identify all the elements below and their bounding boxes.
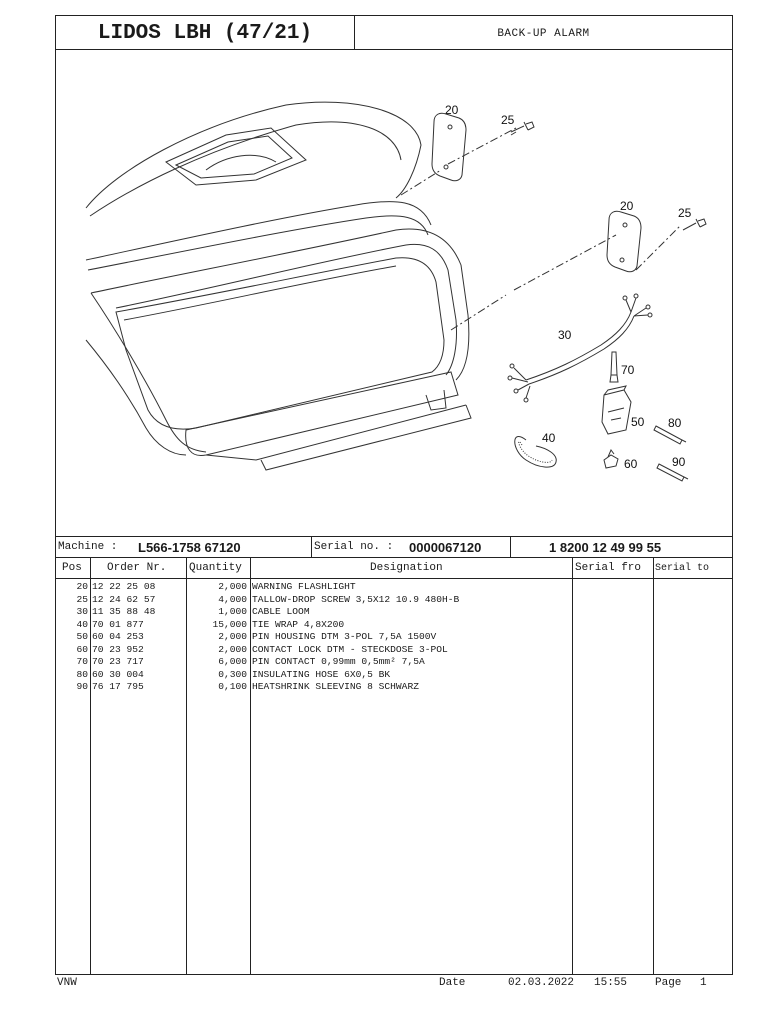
heatshrink-sleeving [656,463,689,482]
table-row: 90 76 17 795 0,100 HEATSHRINK SLEEVING 8 SC… [55,681,733,693]
insulating-hose [653,425,687,445]
pos-cell: 25 [76,593,88,605]
col-serial-to: Serial to [655,563,710,574]
callout-25b: 25 [678,206,692,220]
machine-rear-panel [115,243,457,376]
order-cell: 60 30 004 [92,668,144,680]
qty-cell: 1,000 [218,606,247,617]
pos-cell: 40 [76,618,88,630]
callout-25a: 25 [501,113,515,127]
order-cell: 12 24 62 57 [92,593,156,605]
order-cell: 12 22 25 08 [92,581,156,592]
pos-cell: 60 [76,643,88,655]
pin-contact [609,351,619,383]
machine-intake [165,127,307,186]
machine-side [90,292,207,453]
table-row: 80 60 30 004 0,300 INSULATING HOSE 6X0,5 BK [55,669,733,681]
warning-light-second [606,210,642,273]
table-row: 40 70 01 877 15,000 TIE WRAP 4,8X200 [55,619,733,631]
document-title: LIDOS LBH (47/21) [56,16,355,49]
callout-60: 60 [624,457,638,471]
machine-grille [115,257,445,430]
designation-cell: PIN HOUSING DTM 3-POL 7,5A 1500V [252,631,437,642]
serial-value: 0000067120 [409,540,482,555]
col-order: Order Nr. [107,562,167,574]
pos-cell: 90 [76,681,88,692]
pos-cell: 30 [76,606,88,617]
machine-value: L566-1758 67120 [138,540,241,555]
document-number: 1 8200 12 49 99 55 [549,540,662,555]
document-subtitle: BACK-UP ALARM [497,28,590,40]
footer-left: VNW [57,977,77,989]
qty-cell: 2,000 [218,631,247,642]
pos-cell: 80 [76,668,88,680]
callout-20b: 20 [620,199,634,213]
footer-date-label: Date [439,977,466,989]
qty-cell: 6,000 [218,656,247,667]
table-row: 60 70 23 952 2,000 CONTACT LOCK DTM - STECK… [55,644,733,656]
qty-cell: 15,000 [212,618,247,630]
footer-date: 02.03.2022 [508,977,575,989]
screw-top [510,121,535,133]
col-serial-from: Serial fro [575,562,642,574]
order-cell: 70 23 952 [92,643,144,655]
callout-30: 30 [558,328,572,342]
qty-cell: 2,000 [218,581,247,592]
order-cell: 70 01 877 [92,618,144,630]
designation-cell: INSULATING HOSE 6X0,5 BK [252,668,391,680]
pos-cell: 70 [76,656,88,667]
table-row: 25 12 24 62 57 4,000 TALLOW-DROP SCREW 3,5X… [55,594,733,606]
order-cell: 11 35 88 48 [92,606,156,617]
col-pos: Pos [62,562,82,574]
callout-90: 90 [672,455,686,469]
qty-cell: 0,100 [218,681,247,692]
order-cell: 76 17 795 [92,681,144,692]
designation-cell: WARNING FLASHLIGHT [252,581,356,592]
warning-light-top [431,112,467,182]
machine-bumper [185,371,459,457]
callout-80: 80 [668,416,682,430]
cable-loom [525,311,635,385]
pos-cell: 20 [76,581,88,592]
machine-info-bar: Machine : L566-1758 67120 Serial no. : 0… [55,536,733,558]
table-row: 20 12 22 25 08 2,000 WARNING FLASHLIGHT [55,581,733,593]
serial-label: Serial no. : [314,541,394,553]
machine-roof [85,101,422,209]
designation-cell: TIE WRAP 4,8X200 [252,618,345,630]
table-row: 30 11 35 88 48 1,000 CABLE LOOM [55,606,733,618]
designation-cell: CABLE LOOM [252,606,310,617]
document-header: LIDOS LBH (47/21) BACK-UP ALARM [55,15,733,50]
parts-table-header: Pos Order Nr. Quantity Designation Seria… [55,558,733,579]
footer-page-label: Page [655,977,682,989]
table-row: 70 70 23 717 6,000 PIN CONTACT 0,99mm 0,5mm… [55,656,733,668]
designation-cell: PIN CONTACT 0,99mm 0,5mm² 7,5A [252,656,425,667]
callout-50: 50 [631,415,645,429]
pin-housing [601,385,632,435]
qty-cell: 2,000 [218,643,247,655]
machine-hood-edge [85,201,432,261]
footer-time: 15:55 [594,977,628,989]
machine-rear-top [90,228,470,381]
order-cell: 70 23 717 [92,656,144,667]
pos-cell: 50 [76,631,88,642]
callout-20a: 20 [445,103,459,117]
col-designation: Designation [370,562,443,574]
table-row: 50 60 04 253 2,000 PIN HOUSING DTM 3-POL 7,… [55,631,733,643]
designation-cell: TALLOW-DROP SCREW 3,5X12 10.9 480H-B [252,593,460,605]
tie-wrap [514,436,557,468]
designation-cell: CONTACT LOCK DTM - STECKDOSE 3-POL [252,643,448,655]
col-quantity: Quantity [189,562,242,574]
designation-cell: HEATSHRINK SLEEVING 8 SCHWARZ [252,681,419,692]
parts-drawing: 20 25 20 25 30 70 50 80 40 60 90 [85,101,707,482]
qty-cell: 0,300 [218,668,247,680]
callout-40: 40 [542,431,556,445]
machine-roof-inner [89,121,402,217]
machine-label: Machine : [58,541,118,553]
qty-cell: 4,000 [218,593,247,605]
callout-70: 70 [621,363,635,377]
screw-second [682,218,707,231]
footer-page-number: 1 [700,977,707,989]
order-cell: 60 04 253 [92,631,144,642]
contact-lock [603,449,619,469]
